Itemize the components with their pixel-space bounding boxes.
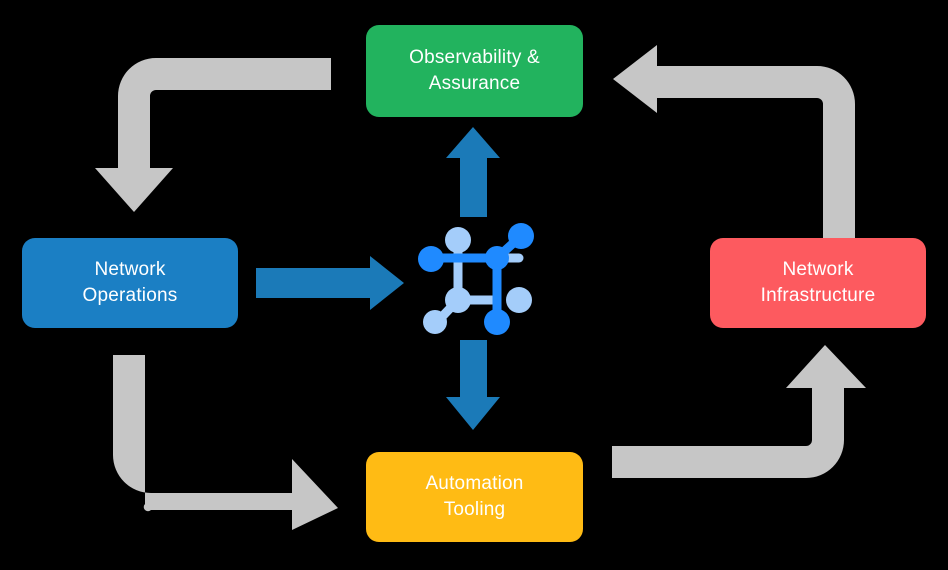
topology-node-bottom-left xyxy=(423,310,447,334)
topology-node-top-right xyxy=(508,223,534,249)
node-observability-and-assurance[interactable]: Observability & Assurance xyxy=(366,25,583,117)
topology-node-left xyxy=(418,246,444,272)
node-network-operations[interactable]: Network Operations xyxy=(22,238,238,328)
topology-node-bottom-center xyxy=(484,309,510,335)
network-topology-icon xyxy=(418,223,534,335)
node-network-infrastructure[interactable]: Network Infrastructure xyxy=(710,238,926,328)
flow-arrow-observability-to-netops xyxy=(95,58,331,212)
accent-arrow-netops-to-center xyxy=(256,256,404,310)
node-automation-tooling[interactable]: Automation Tooling xyxy=(366,452,583,542)
accent-arrow-center-to-automation xyxy=(446,340,500,430)
flow-arrow-netinfra-to-observability xyxy=(613,45,855,238)
accent-arrow-center-to-observability xyxy=(446,127,500,217)
flow-arrow-automation-to-netinfra xyxy=(612,345,866,478)
flow-arrow-netops-to-automation xyxy=(113,355,338,530)
topology-node-center-lower xyxy=(445,287,471,313)
topology-node-hub xyxy=(485,246,509,270)
topology-node-right-lower xyxy=(506,287,532,313)
topology-node-top-left xyxy=(445,227,471,253)
